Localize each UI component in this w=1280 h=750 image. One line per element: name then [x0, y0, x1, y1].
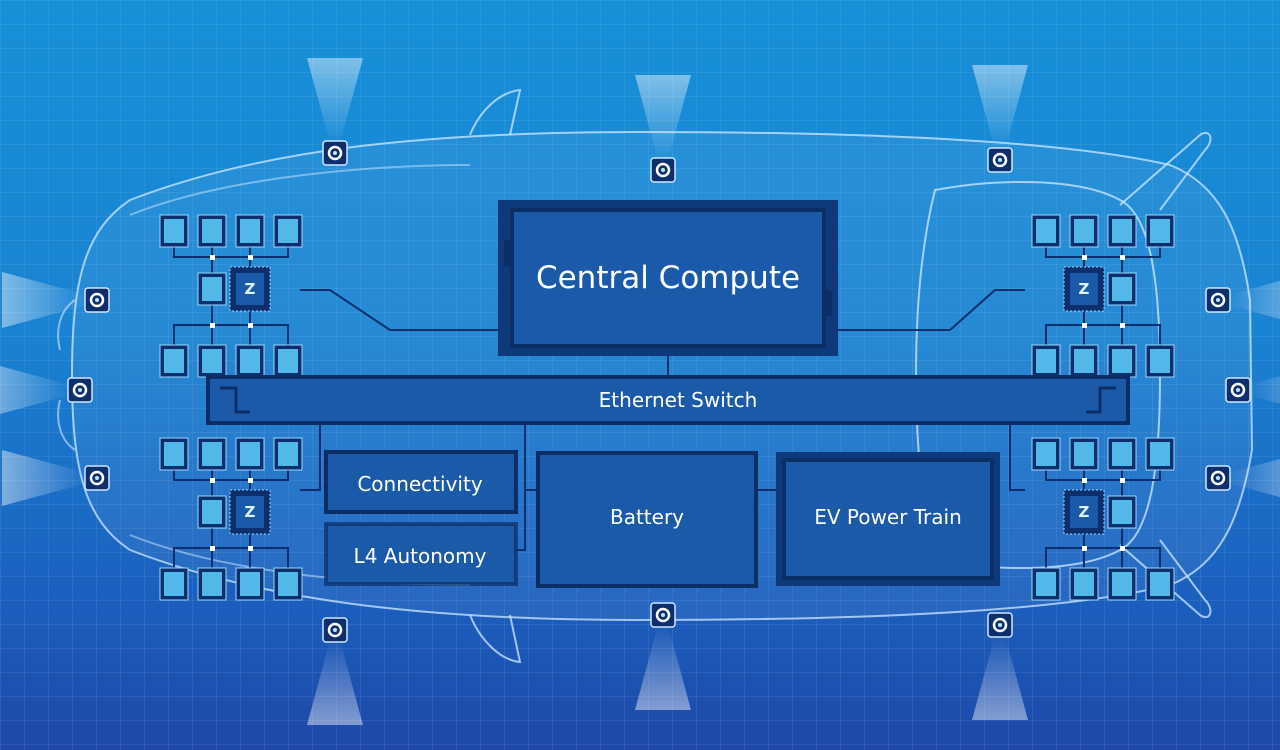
zone-controller: Z [229, 266, 271, 312]
ecu-chip-icon [1031, 567, 1061, 601]
ecu-chip-icon [235, 437, 265, 471]
ecu-chip-icon [159, 214, 189, 248]
sensor-icon [650, 602, 676, 628]
sensor-icon [650, 157, 676, 183]
sensor-icon [1205, 287, 1231, 313]
central-compute-label: Central Compute [536, 260, 800, 296]
ecu-chip-icon [273, 567, 303, 601]
ecu-chip-icon [1069, 214, 1099, 248]
sensor-icon [1205, 465, 1231, 491]
ecu-chip-icon [235, 567, 265, 601]
ecu-cluster: Z [1031, 437, 1175, 601]
ecu-chip-icon [235, 344, 265, 378]
ecu-chip-icon [1069, 344, 1099, 378]
ecu-chip-icon [1069, 437, 1099, 471]
ecu-chip-icon [159, 567, 189, 601]
ecu-chip-icon [273, 344, 303, 378]
l4-autonomy-label: L4 Autonomy [354, 544, 487, 568]
ecu-cluster: Z [159, 437, 303, 601]
ecu-chip-icon [1031, 344, 1061, 378]
sensor-beam [1228, 458, 1280, 498]
sensor-beam [0, 366, 70, 414]
connectivity-box: Connectivity [324, 450, 518, 514]
ecu-chip-icon [197, 344, 227, 378]
sensor-icon [67, 377, 93, 403]
l4-autonomy-box: L4 Autonomy [324, 522, 518, 586]
sensor-beams [0, 58, 1280, 725]
ecu-chip-icon [1031, 437, 1061, 471]
ecu-chip-icon [273, 437, 303, 471]
ecu-chip-icon [1107, 272, 1137, 306]
zone-controller: Z [1063, 266, 1105, 312]
ecu-chip-icon [1069, 567, 1099, 601]
sensor-icon [84, 287, 110, 313]
zone-controller-label: Z [245, 280, 256, 298]
ethernet-switch-box: Ethernet Switch [206, 375, 1130, 425]
ecu-chip-icon [235, 214, 265, 248]
ecu-clusters: Z Z Z Z [159, 214, 1175, 601]
ecu-chip-icon [1107, 344, 1137, 378]
sensor-icon [987, 612, 1013, 638]
sensor-beam [2, 450, 87, 506]
ecu-chip-icon [1107, 214, 1137, 248]
sensor-icon [1225, 377, 1251, 403]
ecu-chip-icon [1145, 437, 1175, 471]
ecu-chip-icon [197, 495, 227, 529]
ecu-chip-icon [159, 344, 189, 378]
ethernet-switch-label: Ethernet Switch [599, 388, 758, 412]
ecu-chip-icon [1031, 214, 1061, 248]
sensors [67, 140, 1251, 643]
sensor-icon [322, 617, 348, 643]
ecu-cluster: Z [1031, 214, 1175, 378]
sensor-icon [322, 140, 348, 166]
sensor-beam [307, 58, 363, 143]
battery-box: Battery [536, 451, 758, 588]
zone-controller-label: Z [245, 503, 256, 521]
ecu-cluster: Z [159, 214, 303, 378]
ev-power-train-box: EV Power Train [776, 452, 1000, 586]
connectivity-label: Connectivity [357, 472, 482, 496]
central-compute-box: Central Compute [498, 200, 838, 356]
sensor-beam [307, 640, 363, 725]
sensor-beam [1228, 280, 1280, 320]
sensor-beam [1248, 376, 1280, 404]
sensor-beam [972, 65, 1028, 150]
ecu-chip-icon [1107, 567, 1137, 601]
zone-controller: Z [229, 489, 271, 535]
sensor-beam [2, 272, 87, 328]
zone-controller-label: Z [1079, 280, 1090, 298]
zone-controller: Z [1063, 489, 1105, 535]
sensor-beam [635, 75, 691, 160]
ev-power-train-label: EV Power Train [814, 505, 962, 529]
sensor-beam [972, 635, 1028, 720]
ecu-chip-icon [197, 214, 227, 248]
ecu-chip-icon [1145, 214, 1175, 248]
sensor-beam [635, 625, 691, 710]
ecu-chip-icon [1107, 495, 1137, 529]
wiring [300, 289, 1025, 551]
ecu-chip-icon [273, 214, 303, 248]
sensor-icon [84, 465, 110, 491]
ecu-chip-icon [197, 567, 227, 601]
ecu-chip-icon [1145, 567, 1175, 601]
ecu-chip-icon [159, 437, 189, 471]
sensor-icon [987, 147, 1013, 173]
battery-label: Battery [610, 505, 684, 529]
ecu-chip-icon [1145, 344, 1175, 378]
ecu-chip-icon [197, 437, 227, 471]
ecu-chip-icon [1107, 437, 1137, 471]
zone-controller-label: Z [1079, 503, 1090, 521]
ecu-chip-icon [197, 272, 227, 306]
